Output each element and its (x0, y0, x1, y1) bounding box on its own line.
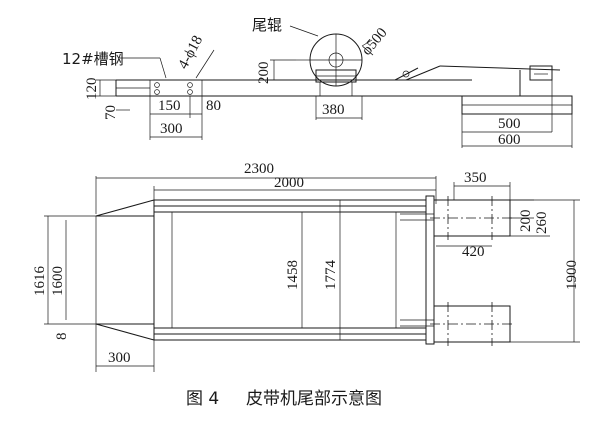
tail-roller-label: 尾辊 (252, 16, 282, 34)
dim-420: 420 (462, 244, 485, 260)
end-block (529, 65, 553, 81)
dim-1774: 1774 (323, 260, 339, 291)
dim-200-roller: 200 (256, 62, 272, 85)
bolt-hole-2 (154, 89, 160, 95)
elevation-view: 12#槽钢 4-ϕ18 尾辊 ϕ500 120 70 150 80 300 20… (62, 16, 573, 148)
dim-1458: 1458 (285, 260, 301, 290)
plan-view: 2300 2000 35 (32, 161, 580, 372)
roller-diameter-label: ϕ500 (359, 25, 391, 59)
dim-260: 260 (534, 212, 550, 235)
dim-2000: 2000 (274, 175, 304, 191)
dim-300-top: 300 (160, 121, 183, 137)
figure-number: 图 4 (186, 389, 219, 409)
figure-title: 皮带机尾部示意图 (246, 389, 382, 409)
dim-1900: 1900 (564, 260, 580, 290)
bolt-hole-1 (154, 82, 160, 88)
dim-70: 70 (103, 105, 119, 120)
dim-1616: 1616 (32, 266, 48, 297)
bolt-hole-4 (187, 89, 193, 95)
dim-2300: 2300 (244, 161, 274, 177)
bolt-plate (149, 79, 203, 97)
upper-rail (439, 65, 561, 71)
dim-1600: 1600 (50, 266, 66, 296)
channel-steel-leader (159, 57, 167, 79)
dim-300-bottom: 300 (108, 350, 131, 366)
dim-500: 500 (498, 116, 521, 132)
dim-80: 80 (206, 98, 221, 114)
roller-dia-leader (361, 39, 373, 47)
dim-600: 600 (498, 132, 521, 148)
incline-upper (405, 65, 441, 81)
dim-200-plan: 200 (518, 210, 534, 233)
dim-120: 120 (84, 78, 100, 101)
taper-top (95, 199, 155, 217)
bolt-holes-label: 4-ϕ18 (175, 33, 206, 72)
bolt-hole-3 (187, 82, 193, 88)
channel-steel-label: 12#槽钢 (62, 50, 124, 68)
dim-150: 150 (158, 98, 181, 114)
tension-lever (394, 67, 419, 81)
tail-roller-leader (289, 25, 319, 37)
tail-end-plate (425, 195, 435, 345)
lever-pin (402, 70, 410, 78)
taper-bottom (95, 323, 155, 341)
dim-350: 350 (464, 170, 487, 186)
dim-380: 380 (322, 102, 345, 118)
dim-8: 8 (54, 333, 70, 341)
bolt-holes-leader (195, 49, 215, 79)
